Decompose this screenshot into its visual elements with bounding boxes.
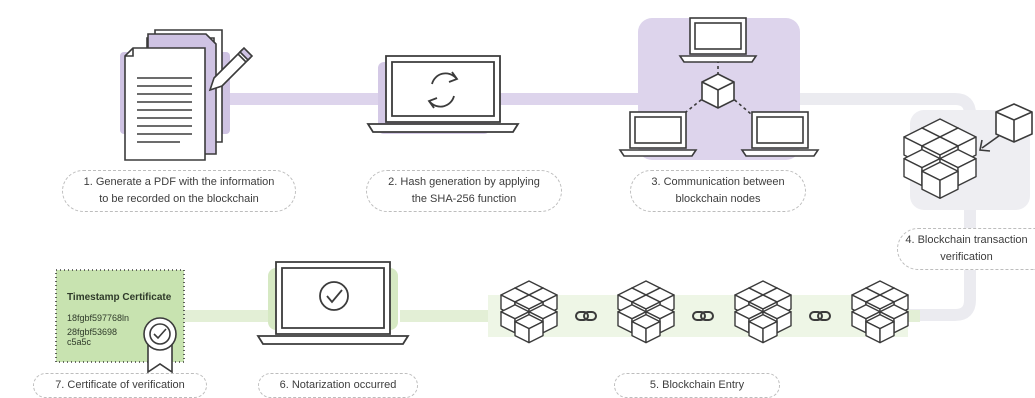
step-6-caption: 6. Notarization occurred (258, 373, 418, 398)
step-6-line-1: 6. Notarization occurred (279, 379, 397, 391)
node-network-icon (618, 17, 820, 157)
cube-face (879, 320, 895, 344)
step-1-line-1: 1. Generate a PDF with the information (83, 176, 275, 188)
seal-ribbon-icon (143, 317, 177, 374)
pencil-icon (208, 46, 254, 92)
chain-link-icon (809, 311, 831, 321)
laptop-hash-icon (366, 55, 520, 133)
block-cluster-2 (617, 280, 675, 344)
cube-face (528, 320, 544, 344)
refresh-icon (427, 71, 459, 109)
certificate-hash-line-3: c5a5c (67, 337, 92, 347)
laptop-node-top (678, 17, 758, 63)
certificate-hash-line-2: 28fgbf53698 (67, 327, 118, 337)
chain-link-icon (575, 311, 597, 321)
laptop-node-left (618, 111, 698, 157)
step-3-caption: 3. Communication between blockchain node… (630, 170, 806, 212)
step-2-line-1: 2. Hash generation by applying (388, 176, 540, 188)
laptop-notarized-icon (256, 261, 410, 345)
pdf-document-icon (124, 29, 223, 161)
cube-node-center (701, 73, 735, 109)
step-3-line-2: blockchain nodes (675, 193, 761, 205)
block-cluster-1 (500, 280, 558, 344)
certificate-hash-line-1: 18fgbf597768ln (67, 313, 130, 323)
step-4-caption: 4. Blockchain transaction verification (897, 228, 1035, 270)
step5-highlight (488, 295, 908, 337)
step-5-caption: 5. Blockchain Entry (614, 373, 780, 398)
step-2-line-2: the SHA-256 function (411, 193, 517, 205)
connector-2-3 (500, 93, 640, 105)
cube-face (645, 320, 661, 344)
step-1-line-2: to be recorded on the blockchain (99, 193, 259, 205)
incoming-cube-icon (995, 103, 1033, 143)
step-5-line-1: 5. Blockchain Entry (649, 379, 745, 391)
blockchain-cube-cluster-verify (903, 118, 977, 199)
step-7-line-1: 7. Certificate of verification (55, 379, 185, 391)
checkmark-icon (319, 281, 349, 311)
step-7-caption: 7. Certificate of verification (33, 373, 207, 398)
step-3-line-1: 3. Communication between (651, 176, 785, 188)
step-1-caption: 1. Generate a PDF with the information t… (62, 170, 296, 212)
block-cluster-3 (734, 280, 792, 344)
cube-face (762, 320, 778, 344)
certificate-title: Timestamp Certificate (67, 292, 172, 303)
cube-face (939, 170, 959, 199)
laptop-node-right (740, 111, 820, 157)
chain-link-icon (692, 311, 714, 321)
connector-6-7 (175, 310, 285, 322)
step-4-line-1: 4. Blockchain transaction (905, 234, 1028, 246)
step-4-line-2: verification (940, 251, 993, 263)
step-2-caption: 2. Hash generation by applying the SHA-2… (366, 170, 562, 212)
block-cluster-4 (851, 280, 909, 344)
